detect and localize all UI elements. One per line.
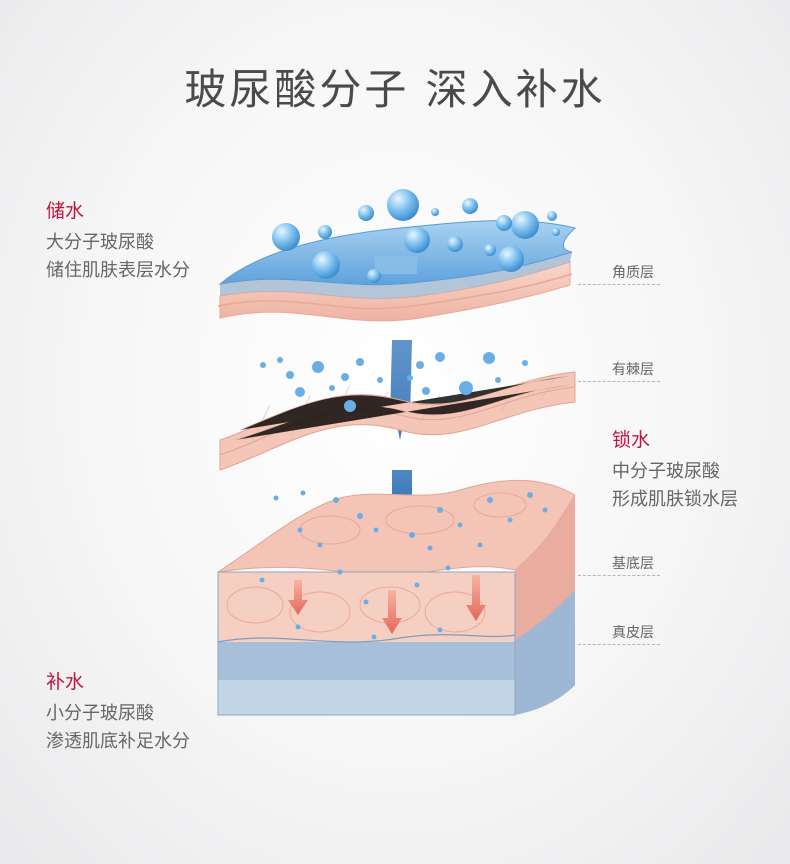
small-molecules [260,352,528,412]
layer-label-basal: 基底层 [612,556,654,572]
stratum-corneum-layer [217,220,577,322]
label-divider [578,644,660,645]
lock-water-heading: 锁水 [612,429,651,451]
lock-water-block: 锁水 中分子玻尿酸 形成肌肤锁水层 [612,425,738,514]
page-title: 玻尿酸分子 深入补水 [184,65,606,114]
label-divider [578,284,660,285]
spinosum-layer [219,371,576,471]
layer-label-dermis: 真皮层 [612,625,654,641]
layer-label-spinosum: 有棘层 [612,362,654,378]
lock-water-line-2: 形成肌肤锁水层 [612,489,738,510]
tiny-molecules [259,490,548,640]
replenish-water-line-1: 小分子玻尿酸 [46,703,154,724]
label-divider [578,575,660,576]
lock-water-line-1: 中分子玻尿酸 [612,461,720,482]
layer-label-stratum-corneum: 角质层 [612,265,654,281]
store-water-block: 储水 大分子玻尿酸 储住肌肤表层水分 [46,196,190,285]
replenish-water-heading: 补水 [46,671,85,693]
skin-block [217,479,576,716]
store-water-line-1: 大分子玻尿酸 [46,232,154,253]
replenish-water-line-2: 渗透肌底补足水分 [46,731,190,752]
water-molecule-icon [272,189,560,283]
store-water-heading: 储水 [46,200,85,222]
label-divider [578,381,660,382]
replenish-water-block: 补水 小分子玻尿酸 渗透肌底补足水分 [46,667,190,756]
store-water-line-2: 储住肌肤表层水分 [46,260,190,281]
